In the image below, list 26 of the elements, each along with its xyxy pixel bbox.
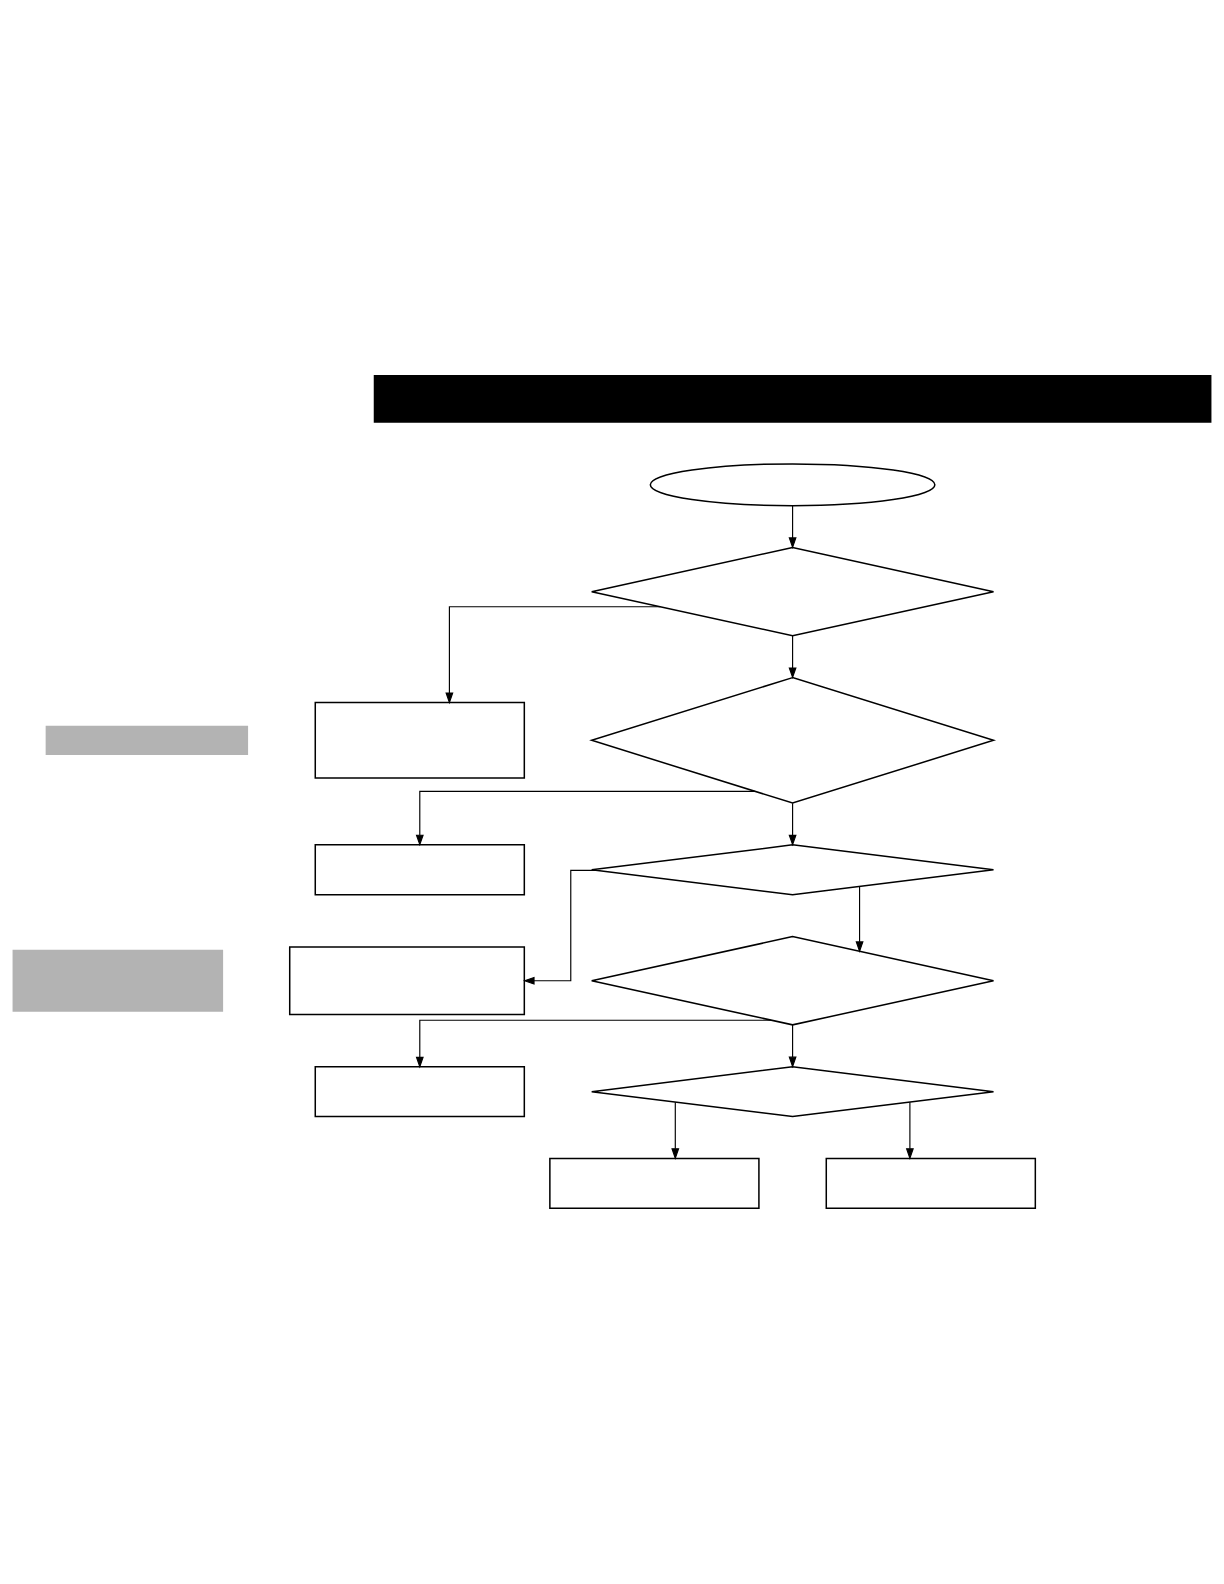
node-diamond — [590, 1065, 995, 1118]
node-box — [45, 725, 249, 755]
node-diamond — [589, 676, 997, 804]
node-box — [12, 949, 224, 1012]
arrow — [788, 802, 797, 847]
node-box — [825, 1157, 1037, 1210]
node-box — [314, 1065, 526, 1118]
arrow — [415, 1019, 772, 1069]
node-diamond — [590, 546, 995, 637]
arrow — [855, 886, 864, 953]
node-box — [314, 701, 526, 779]
arrow — [522, 869, 597, 985]
arrow — [788, 635, 797, 680]
node-oval — [649, 463, 936, 507]
arrow — [415, 790, 756, 847]
arrow — [788, 1024, 797, 1069]
arrow — [788, 505, 797, 549]
node-diamond — [590, 935, 995, 1026]
node-diamond — [590, 844, 995, 896]
arrow — [671, 1101, 680, 1160]
node-box — [288, 946, 526, 1016]
node-box — [549, 1157, 760, 1210]
node-bar — [373, 374, 1212, 423]
arrow — [445, 606, 661, 705]
arrow — [905, 1101, 914, 1160]
node-box — [314, 844, 526, 896]
